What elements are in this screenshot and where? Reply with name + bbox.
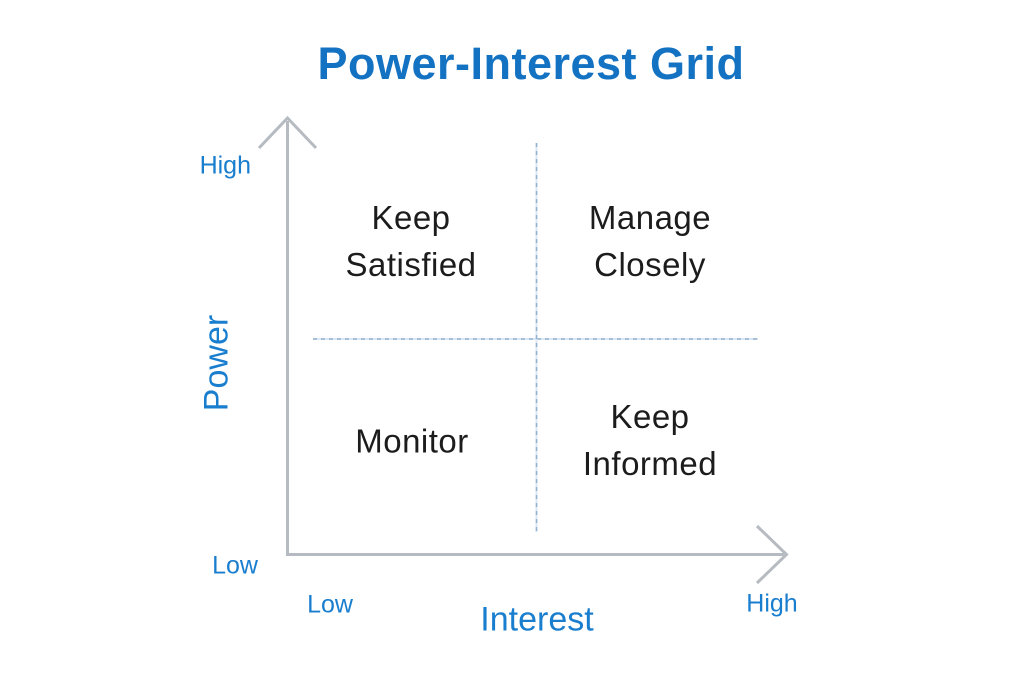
quadrant-label-line: Manage: [588, 199, 712, 236]
diagram-title: Power-Interest Grid: [317, 38, 745, 89]
interest-axis-low-label: Low: [307, 590, 353, 619]
interest-axis-title: Interest: [480, 600, 594, 639]
interest-axis-arrowhead-icon: [755, 524, 789, 585]
power-axis-title: Power: [197, 314, 236, 412]
quadrant-label-line: Keep: [610, 398, 690, 435]
quadrant-label-line: Monitor: [355, 422, 469, 460]
quadrant-monitor: Monitor: [355, 418, 469, 465]
quadrant-label-line: Closely: [594, 246, 706, 283]
quadrant-label-line: Informed: [582, 445, 718, 482]
quadrant-label-line: Keep: [371, 199, 451, 236]
power-axis-low-label: Low: [212, 551, 258, 580]
power-axis-high-label: High: [199, 151, 251, 180]
quadrant-keep-informed: Keep Informed: [583, 393, 717, 487]
quadrant-keep-satisfied: Keep Satisfied: [345, 194, 476, 288]
power-axis-arrowhead-icon: [257, 115, 318, 150]
interest-axis-high-label: High: [746, 589, 798, 618]
quadrant-manage-closely: Manage Closely: [589, 194, 711, 288]
quadrant-label-line: Satisfied: [345, 246, 477, 283]
